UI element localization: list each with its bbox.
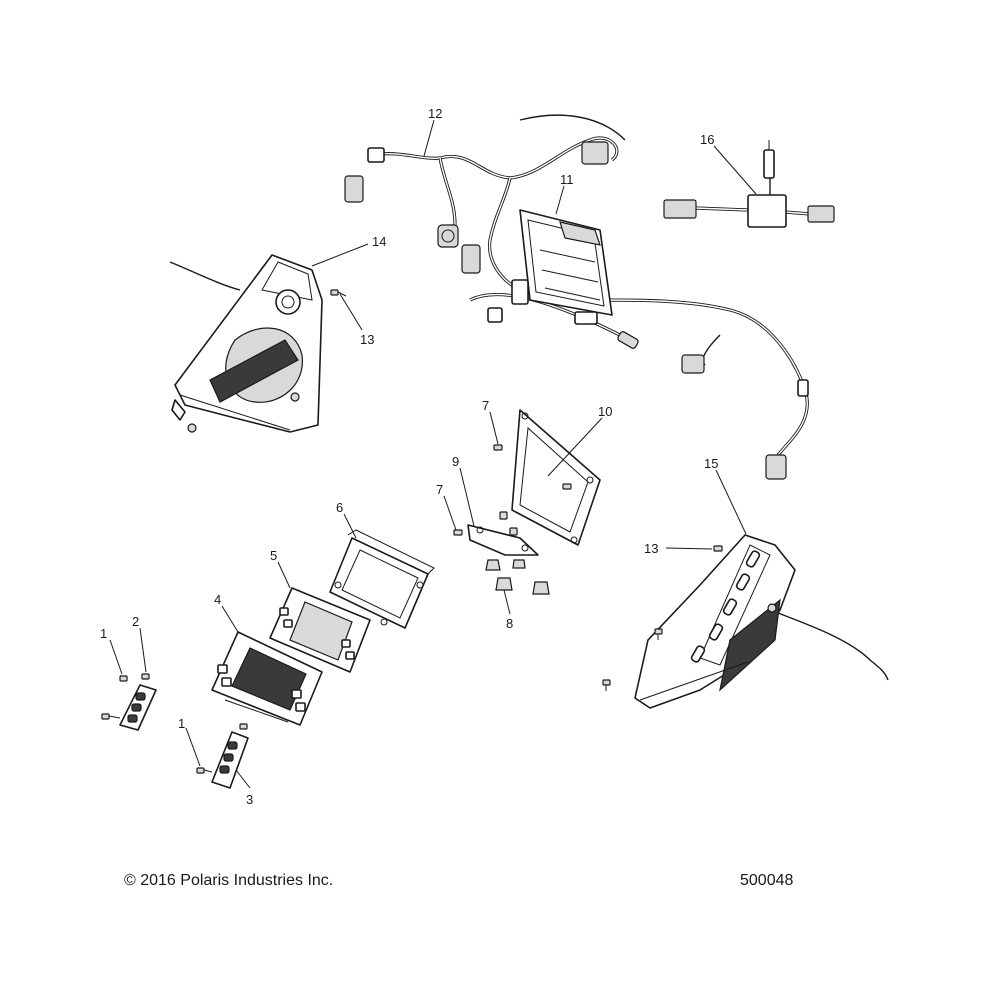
callout-11: 11 (560, 172, 574, 187)
callout-3: 3 (246, 792, 253, 807)
screw-13b (713, 545, 723, 552)
callout-7a: 7 (482, 398, 489, 413)
adapter-harness-16 (663, 140, 835, 228)
speaker-pod-right-15 (634, 534, 889, 709)
switch-panel-2 (119, 684, 157, 731)
wiring-harness-12 (344, 114, 809, 480)
callout-numbers: 1 2 1 3 4 5 6 7 7 8 9 10 11 12 13 13 14 … (100, 106, 718, 807)
display-frame-6 (329, 529, 435, 629)
callout-10: 10 (598, 404, 612, 419)
callout-1b: 1 (178, 716, 185, 731)
copyright-notice: © 2016 Polaris Industries Inc. (124, 872, 334, 889)
callout-8: 8 (506, 616, 513, 631)
screws-15-mount (602, 628, 663, 691)
clips-8 (485, 559, 550, 595)
callout-2: 2 (132, 614, 139, 629)
callout-16: 16 (700, 132, 714, 147)
callout-14: 14 (372, 234, 386, 249)
drawing-number: 500048 (740, 872, 794, 889)
speaker-slots (690, 550, 761, 663)
callout-1a: 1 (100, 626, 107, 641)
speaker-pod-left-14 (169, 254, 323, 433)
callout-15: 15 (704, 456, 718, 471)
bracket-9 (467, 524, 539, 556)
callout-7b: 7 (436, 482, 443, 497)
bracket-10 (511, 409, 601, 546)
callout-6: 6 (336, 500, 343, 515)
screws-7 (453, 444, 572, 536)
callout-9: 9 (452, 454, 459, 469)
screws-1 (101, 673, 248, 774)
leader-lines (109, 119, 757, 789)
callout-5: 5 (270, 548, 277, 563)
callout-12: 12 (428, 106, 442, 121)
control-module-11 (511, 209, 613, 325)
callout-13a: 13 (360, 332, 374, 347)
screw-13a (330, 289, 347, 297)
callout-13b: 13 (644, 541, 658, 556)
display-unit-4 (211, 631, 323, 726)
switch-panel-3 (211, 731, 249, 789)
display-bezel-5 (269, 587, 388, 673)
callout-4: 4 (214, 592, 221, 607)
